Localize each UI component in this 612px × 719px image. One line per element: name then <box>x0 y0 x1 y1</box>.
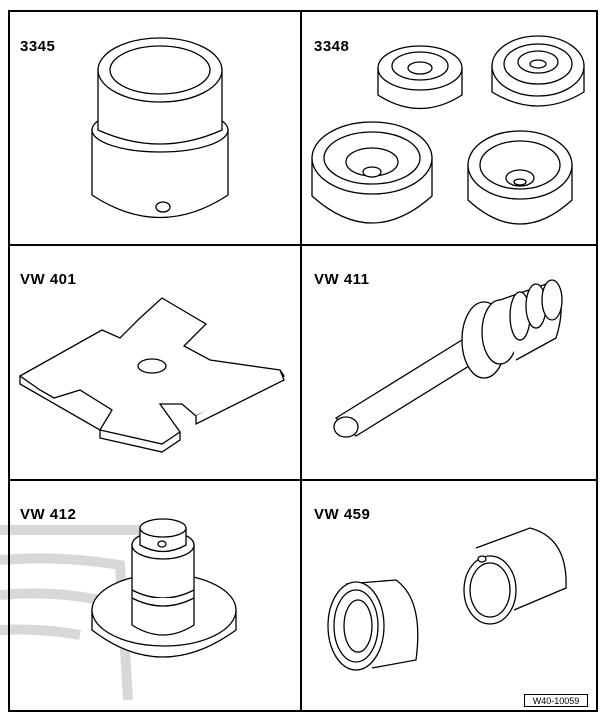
tool-label-3348: 3348 <box>314 38 350 55</box>
tool-label-3345: 3345 <box>20 38 56 55</box>
tool-label-vw401: VW 401 <box>20 271 77 288</box>
tool-label-vw411: VW 411 <box>314 271 370 288</box>
row-divider-1 <box>8 244 598 246</box>
tool-3345-drawing <box>91 37 229 219</box>
tool-vw412-drawing <box>91 518 237 658</box>
column-divider <box>300 10 302 712</box>
tool-vw411-drawing <box>333 279 563 438</box>
tool-vw401-drawing <box>18 297 285 453</box>
tool-vw459-drawing <box>327 527 567 671</box>
figure-frame <box>8 10 598 712</box>
figure-reference: W40-10059 <box>524 694 588 707</box>
tool-label-vw412: VW 412 <box>20 506 77 523</box>
tool-3348-drawing <box>311 35 585 225</box>
tool-label-vw459: VW 459 <box>314 506 371 523</box>
row-divider-2 <box>8 479 598 481</box>
